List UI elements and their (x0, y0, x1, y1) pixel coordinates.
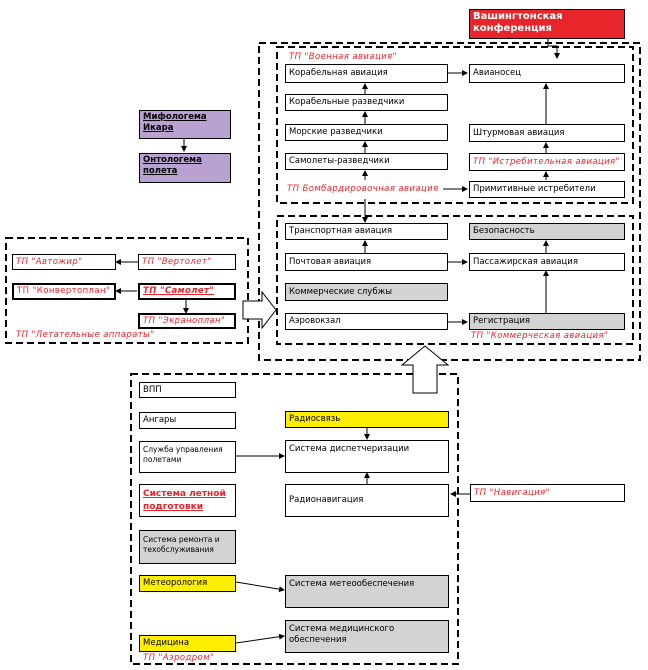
node-tp-bomber-aviation: ТП Бомбардировочная авиация (285, 181, 443, 197)
node-passenger-aviation: Пассажирская авиация (469, 253, 625, 271)
node-hangars: Ангары (139, 412, 236, 429)
node-commercial-services: Коммерческие слубжы (285, 283, 448, 301)
node-assault-aviation: Штурмовая авиация (469, 124, 625, 142)
node-transport-aviation: Транспортная авиация (285, 223, 448, 240)
arrow-medicine-to-medicalsystem (235, 633, 285, 644)
node-radio-navigation: Радионавигация (285, 484, 449, 517)
group-frame-commercial (276, 215, 634, 345)
node-registration: Регистрация (469, 313, 625, 330)
arrow-washington-to-carrier (547, 38, 560, 59)
node-ship-scouts: Корабельные разведчики (285, 94, 448, 111)
label-tp-aerodrome: ТП "Аэродром" (143, 653, 215, 663)
node-ontologema-flight: Онтологема полета (139, 153, 231, 183)
node-flight-training-system: Система летной подготовки (139, 484, 236, 517)
node-washington-conference: Вашингтонская конференция (469, 9, 625, 39)
node-tp-navigation: ТП "Навигация" (470, 484, 625, 502)
node-primitive-fighters: Примитивные истребители (469, 181, 625, 198)
node-meteo-system: Система метеообеспечения (285, 575, 449, 608)
label-tp-military: ТП "Военная авиация" (289, 52, 397, 62)
node-tp-ekranoplan: ТП "Экраноплан" (138, 313, 236, 329)
arrow-meteorology-to-meteosystem (235, 581, 285, 593)
node-tp-convertiplane: ТП "Конвертоплан" (12, 283, 116, 300)
node-sea-scouts: Морские разведчики (285, 124, 448, 141)
node-ship-aviation: Корабельная авиация (285, 64, 448, 83)
node-aircraft-carrier: Авианосец (469, 64, 625, 83)
node-safety: Безопасность (469, 223, 625, 240)
hollow-arrow-right (242, 290, 277, 330)
node-repair-maintenance-system: Система ремонта и техобслуживания (139, 530, 236, 564)
node-tp-fighter-aviation: ТП "Истребительная авиация" (469, 153, 625, 171)
node-meteorology: Метеорология (139, 575, 236, 592)
node-airport-station: Аэровокзал (285, 313, 448, 330)
label-tp-aircraft: ТП "Летательные аппараты" (16, 330, 155, 340)
node-flight-control-service: Служба управления полетами (139, 441, 236, 473)
node-tp-autogyro: ТП "Автожир" (12, 254, 116, 270)
hollow-arrow-up (400, 345, 450, 394)
label-tp-commercial: ТП "Коммерческая авиация" (471, 331, 609, 341)
node-medicine: Медицина (139, 635, 236, 652)
group-frame-military (276, 46, 634, 204)
node-mail-aviation: Почтовая авиация (285, 253, 448, 271)
node-tp-helicopter: ТП "Вертолет" (138, 254, 236, 270)
node-radio-communication: Радиосвязь (285, 411, 449, 428)
node-medical-system: Система медицинского обеспечения (285, 620, 449, 653)
group-frame-outer-aviation (258, 42, 641, 361)
node-dispatch-system: Система диспетчеризации (285, 440, 449, 473)
group-frame-aircraft (5, 237, 249, 344)
node-tp-airplane: ТП "Самолет" (138, 283, 236, 300)
group-frame-aerodrome (130, 373, 459, 665)
node-recon-planes: Самолеты-разведчики (285, 153, 448, 170)
node-myth-icarus: Мифологема Икара (139, 110, 231, 139)
node-runway: ВПП (139, 382, 236, 398)
